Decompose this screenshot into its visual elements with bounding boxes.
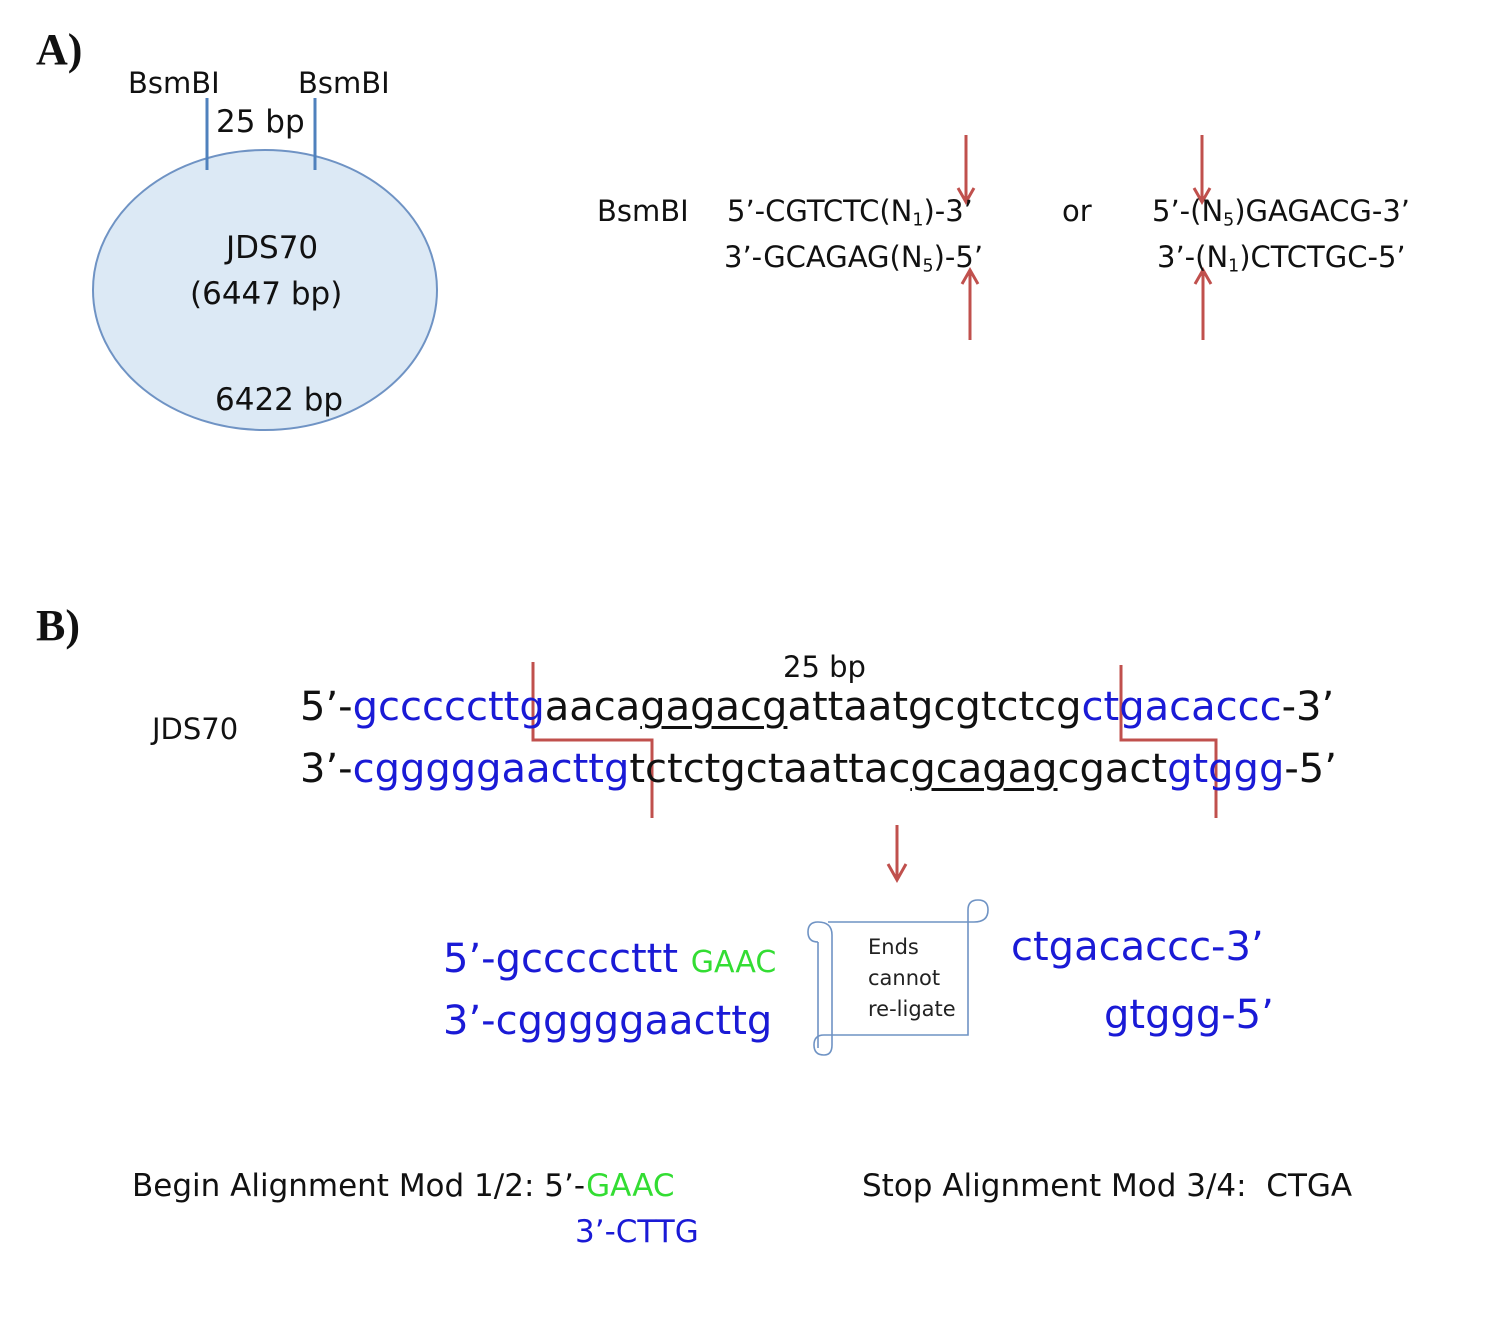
begin-alignment-seq: GAAC [586, 1168, 675, 1204]
staggered-cut-right [1119, 665, 1218, 818]
product-right-top: ctgacaccc-3’ [1011, 924, 1264, 970]
digest-arrow [886, 825, 908, 884]
recognition-right-bottom: 3’-(N1)CTCTGC-5’ [1157, 240, 1406, 277]
top-strand: 5’-gcccccttgaacagagacgattaatgcgtctcgctga… [300, 684, 1335, 730]
bottom-right-flank: gtggg [1167, 746, 1285, 792]
panel-b-label: B) [36, 601, 80, 650]
insert-size-label-b: 25 bp [783, 650, 866, 684]
begin-alignment-label: Begin Alignment Mod 1/2: 5’-GAAC [132, 1168, 675, 1204]
top-left-flank: gcccccttg [352, 684, 545, 730]
plasmid-circle [92, 149, 438, 431]
recognition-or: or [1062, 194, 1092, 228]
left-overhang: GAAC [690, 945, 777, 980]
staggered-cut-left [531, 662, 654, 818]
bsmbi-label-left: BsmBI [128, 66, 220, 100]
top-recognition-site: gagacg [640, 684, 788, 730]
cut-arrow-a3 [1192, 135, 1212, 206]
bottom-strand: 3’-cgggggaacttgtctctgctaattacgcagagcgact… [300, 746, 1337, 792]
stop-alignment-label: Stop Alignment Mod 3/4: CTGA [862, 1168, 1353, 1204]
cut-arrow-a1 [956, 135, 976, 206]
bsmbi-label-right: BsmBI [298, 66, 390, 100]
panel-a-label: A) [36, 25, 83, 74]
scroll-note-shape [807, 899, 989, 1056]
bottom-left-flank: cgggggaacttg [352, 746, 630, 792]
recognition-left-top: 5’-CGTCTC(N1)-3’ [727, 194, 973, 231]
begin-alignment-bottom: 3’-CTTG [575, 1214, 699, 1250]
cut-arrow-a4 [1193, 266, 1213, 340]
product-left-bottom: 3’-cgggggaacttg [443, 998, 773, 1044]
product-left-top: 5’-gcccccttt GAAC [443, 936, 777, 982]
recognition-left-bottom: 3’-GCAGAG(N5)-5’ [724, 240, 984, 277]
recognition-enzyme: BsmBI [597, 194, 689, 228]
scroll-note-text: Ends cannot re-ligate [868, 935, 956, 1021]
recognition-right-top: 5’-(N5)GAGACG-3’ [1152, 194, 1410, 231]
plasmid-size: (6447 bp) [190, 276, 343, 312]
cut-arrow-a2 [960, 266, 980, 340]
product-right-bottom: gtggg-5’ [1104, 992, 1274, 1038]
insert-size-label: 25 bp [216, 104, 305, 140]
top-right-flank: ctgacaccc [1081, 684, 1282, 730]
backbone-size: 6422 bp [215, 382, 344, 418]
plasmid-name: JDS70 [226, 230, 319, 266]
bottom-recognition-site: gcagag [910, 746, 1058, 792]
plasmid-label-b: JDS70 [152, 712, 239, 746]
